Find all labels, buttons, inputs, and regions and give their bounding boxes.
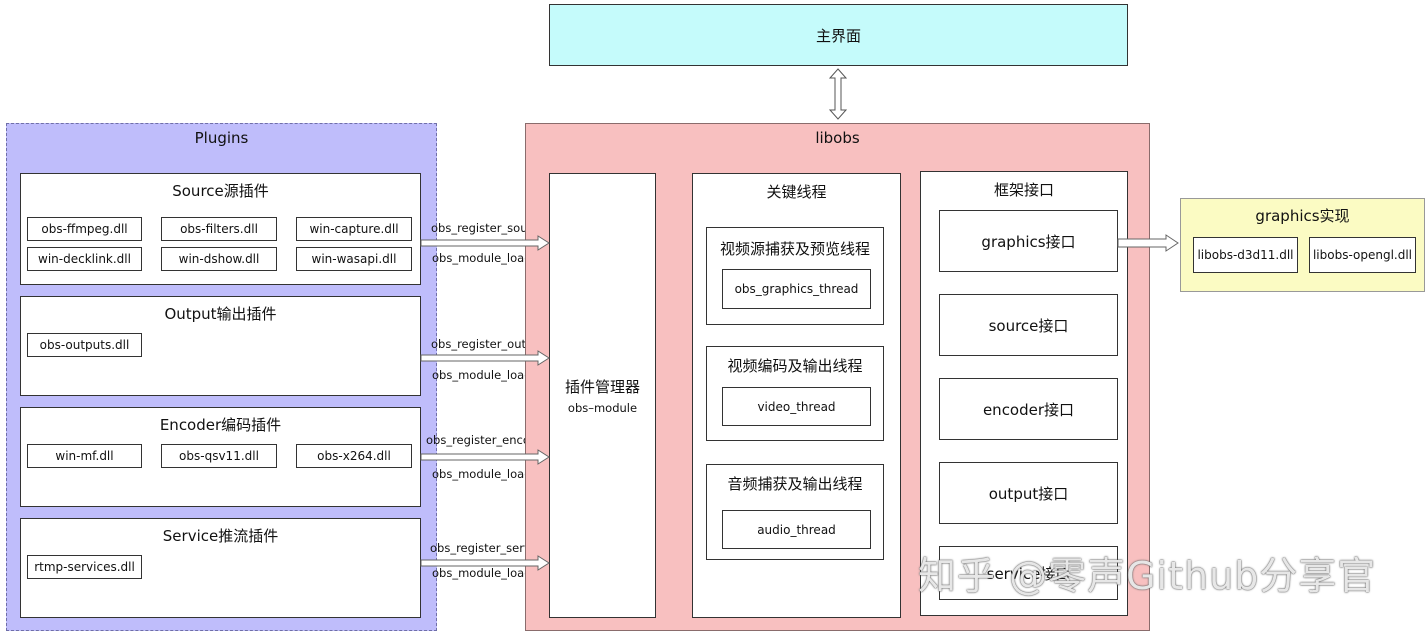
thread-func-box: obs_graphics_thread: [722, 269, 871, 309]
load-label: obs_module_load: [432, 368, 532, 382]
dll-box: win-wasapi.dll: [296, 247, 412, 271]
arrow-right-icon: [1117, 234, 1179, 252]
thread-func-label: video_thread: [757, 399, 836, 414]
thread-title: 音频捕获及输出线程: [727, 475, 863, 493]
thread-title: 视频源捕获及预览线程: [719, 240, 870, 258]
arrow-right-icon: [420, 235, 550, 251]
dll-box: libobs-d3d11.dll: [1193, 237, 1298, 273]
interface-label: service接口: [986, 564, 1071, 583]
plugins-title: Plugins: [194, 129, 249, 147]
interface-box: output接口: [939, 462, 1118, 524]
thread-func-box: video_thread: [722, 387, 871, 426]
dll-box: obs-x264.dll: [296, 444, 412, 468]
interface-label: graphics接口: [981, 232, 1076, 251]
plugin-group-title: Service推流插件: [162, 527, 279, 545]
dll-box: libobs-opengl.dll: [1309, 237, 1416, 273]
interface-label: source接口: [988, 316, 1069, 335]
dll-box: obs-qsv11.dll: [161, 444, 277, 468]
plugin-group-title: Encoder编码插件: [159, 416, 282, 434]
libobs-title: libobs: [815, 129, 860, 147]
interface-label: encoder接口: [982, 400, 1075, 419]
load-label: obs_module_load: [432, 566, 532, 580]
dll-box: obs-ffmpeg.dll: [27, 217, 142, 241]
dll-box: rtmp-services.dll: [27, 555, 142, 579]
framework-interfaces-title: 框架接口: [993, 181, 1054, 199]
double-arrow-icon: [828, 68, 848, 120]
thread-func-label: obs_graphics_thread: [734, 282, 859, 296]
dll-box: obs-outputs.dll: [27, 333, 142, 357]
register-label: obs_register_encoder: [426, 433, 550, 447]
dll-box: obs-filters.dll: [161, 217, 277, 241]
plugin-manager-subtitle: obs–module: [567, 401, 638, 415]
arrow-right-icon: [420, 555, 550, 571]
dll-box: win-capture.dll: [296, 217, 412, 241]
thread-func-box: audio_thread: [722, 510, 871, 549]
dll-box: win-mf.dll: [27, 444, 142, 468]
graphics-impl-title: graphics实现: [1255, 207, 1350, 225]
thread-title: 视频编码及输出线程: [727, 357, 863, 375]
dll-box: win-decklink.dll: [27, 247, 142, 271]
interface-box: source接口: [939, 294, 1118, 356]
main-ui-label: 主界面: [815, 26, 861, 45]
load-label: obs_module_load: [432, 467, 532, 481]
plugin-group-title: Output输出插件: [164, 305, 277, 323]
plugin-manager-title: 插件管理器: [564, 378, 640, 396]
register-label: obs_register_service: [430, 541, 548, 555]
interface-box: graphics接口: [939, 210, 1118, 272]
watermark-text: 知乎 @零声Github分享官: [918, 554, 1377, 598]
thread-func-label: audio_thread: [757, 522, 836, 537]
interface-label: output接口: [988, 484, 1069, 503]
dll-box: win-dshow.dll: [161, 247, 277, 271]
key-threads-title: 关键线程: [766, 183, 827, 201]
arrow-right-icon: [420, 350, 550, 366]
arrow-right-icon: [420, 449, 550, 465]
plugin-group-title: Source源插件: [172, 182, 269, 200]
register-label: obs_register_output: [431, 337, 546, 351]
main-ui-box: 主界面: [549, 4, 1128, 66]
interface-box: service接口: [939, 546, 1118, 600]
register-label: obs_register_source: [431, 221, 546, 235]
interface-box: encoder接口: [939, 378, 1118, 440]
load-label: obs_module_load: [432, 251, 532, 265]
plugin-manager-box: 插件管理器 obs–module: [549, 173, 656, 618]
